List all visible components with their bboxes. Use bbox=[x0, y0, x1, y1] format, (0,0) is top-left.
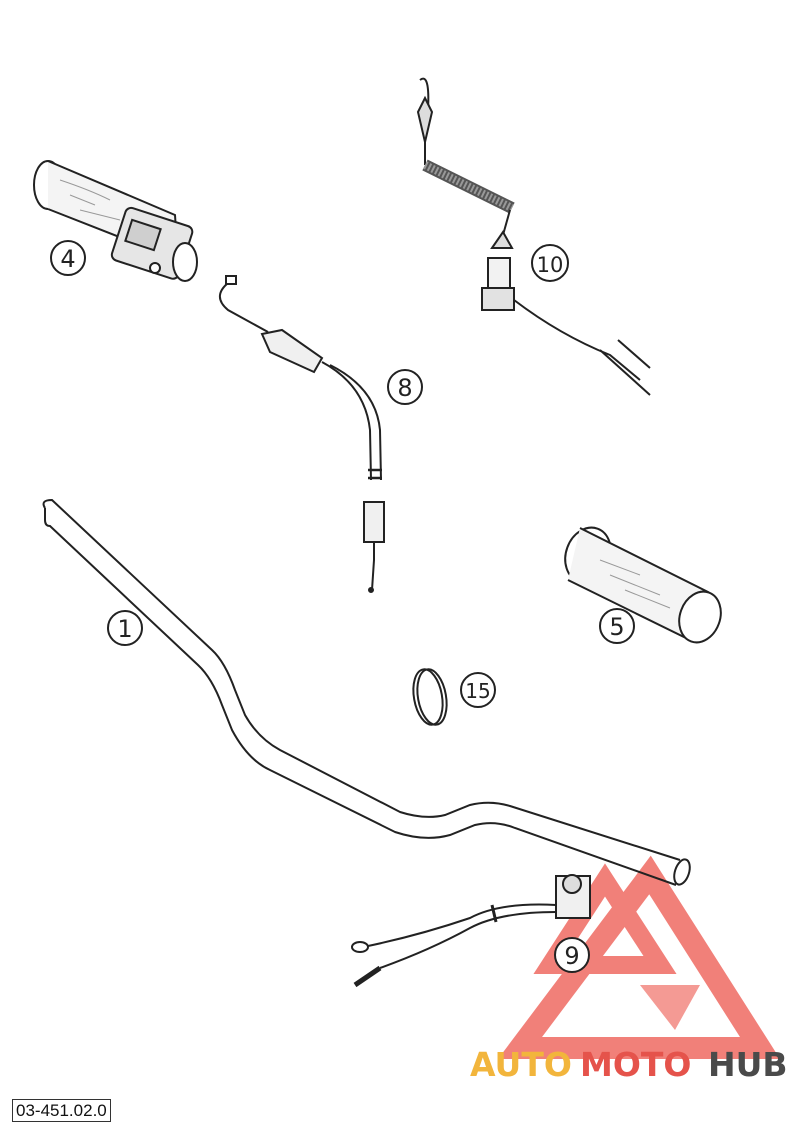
part-label-kill-switch: 9 bbox=[554, 937, 590, 973]
svg-text:AUTO: AUTO bbox=[470, 1045, 572, 1084]
throttle-grip-part bbox=[33, 160, 198, 282]
part-label-left-grip: 5 bbox=[599, 608, 635, 644]
diagram-reference-code: 03-451.02.0 bbox=[12, 1099, 111, 1122]
part-label-throttle-cable: 8 bbox=[387, 369, 423, 405]
svg-text:15: 15 bbox=[465, 679, 490, 703]
part-label-cable-clamp: 15 bbox=[460, 672, 496, 708]
svg-text:8: 8 bbox=[397, 374, 412, 402]
svg-text:5: 5 bbox=[609, 613, 624, 641]
svg-text:4: 4 bbox=[60, 245, 75, 273]
svg-text:10: 10 bbox=[537, 253, 564, 277]
emergency-stop-switch-part bbox=[416, 77, 651, 396]
part-label-handlebar: 1 bbox=[107, 610, 143, 646]
throttle-cable-part bbox=[219, 275, 385, 593]
svg-text:HUB: HUB bbox=[708, 1045, 788, 1084]
kill-switch-part bbox=[351, 874, 591, 988]
watermark-text: AUTO MOTO HUB bbox=[470, 1045, 788, 1084]
part-label-emergency-stop-switch: 10 bbox=[531, 244, 569, 282]
svg-text:1: 1 bbox=[117, 615, 132, 643]
part-label-throttle-grip: 4 bbox=[50, 240, 86, 276]
svg-text:9: 9 bbox=[564, 942, 579, 970]
svg-text:MOTO: MOTO bbox=[580, 1045, 691, 1084]
handlebar-part bbox=[42, 498, 691, 886]
left-grip-part bbox=[564, 526, 722, 644]
cable-clamp-part bbox=[412, 668, 448, 726]
